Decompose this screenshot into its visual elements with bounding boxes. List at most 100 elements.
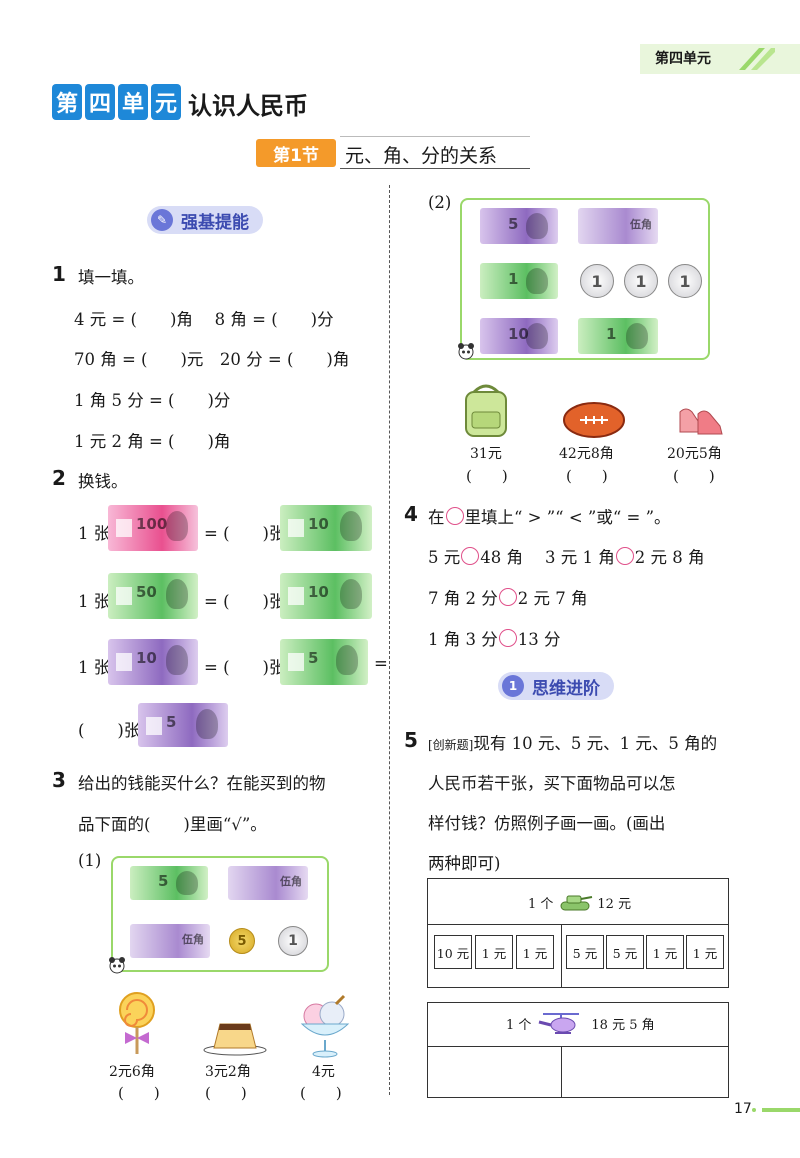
q5-line: 人民币若干张，买下面物品可以怎 <box>428 774 676 793</box>
ice-cream-icon <box>300 994 350 1058</box>
payment-cell: 1 元 <box>516 935 554 969</box>
banknote-5jiao: 伍角 <box>228 866 308 900</box>
compare-circle-input[interactable] <box>498 629 517 647</box>
compare-circle-input[interactable] <box>461 547 480 565</box>
banknote-value: 5 <box>158 872 169 890</box>
stripes-icon <box>739 48 775 70</box>
q5-line1: 现有 10 元、5 元、1 元、5 角的 <box>473 734 718 753</box>
compare-circle-input[interactable] <box>615 547 634 565</box>
table2-header: 1 个 18 元 5 角 <box>506 1010 655 1036</box>
item-price: 4元 <box>312 1064 335 1080</box>
banknote-value: 伍角 <box>182 933 204 946</box>
answer-paren: ( ) <box>205 1084 247 1102</box>
example-table <box>427 878 729 988</box>
table2-quantity: 1 个 <box>506 1017 532 1033</box>
banknote-value: 10 <box>136 649 157 667</box>
page-decoration <box>752 1108 756 1112</box>
money-frame-2 <box>460 198 710 360</box>
sample-stamp <box>288 587 304 605</box>
q4-left: 1 角 3 分 <box>428 630 498 649</box>
unit-badge-char: 元 <box>151 84 181 120</box>
pill-advanced: 1 思维进阶 <box>498 672 614 700</box>
q1-line: 1 角 5 分 = ( )分 <box>74 391 231 410</box>
q5-line: [创新题]现有 10 元、5 元、1 元、5 角的 <box>428 730 717 754</box>
q1-line: 70 角 = ( )元 20 分 = ( )角 <box>74 350 350 369</box>
q4-title: 在 里填上“ > ”“ < ”或“ = ”。 <box>428 504 671 528</box>
q2-equation: = ( )张 <box>204 524 286 543</box>
portrait-icon <box>166 579 188 609</box>
helicopter-icon <box>539 1013 580 1034</box>
unit-badge-char: 四 <box>85 84 115 120</box>
sample-stamp <box>288 653 304 671</box>
sample-stamp <box>116 519 132 537</box>
q2-equation: = ( )张 <box>204 592 286 611</box>
pudding-icon <box>203 1023 267 1056</box>
portrait-icon <box>526 323 548 349</box>
medal-icon: 1 <box>502 675 524 697</box>
banknote-value: 50 <box>136 583 157 601</box>
table-rule <box>427 924 729 925</box>
banknote-value: 1 <box>508 270 519 288</box>
banknote-5jiao: 伍角 <box>578 208 658 244</box>
page-decoration <box>762 1108 800 1112</box>
q4-right: 13 分 <box>517 630 561 649</box>
payment-cell: 10 元 <box>434 935 472 969</box>
item-price: 2元6角 <box>109 1064 155 1080</box>
column-divider <box>389 185 390 1095</box>
table1-header: 1 个 12 元 <box>528 892 631 912</box>
q5-line: 两种即可) <box>428 854 501 873</box>
banknote-value: 10 <box>508 325 529 343</box>
banknote-5: 5 <box>130 866 208 900</box>
q4-right: 48 角 <box>480 548 523 567</box>
q4-left: 3 元 1 角 <box>545 548 615 567</box>
q3-part-label: (2) <box>428 193 452 212</box>
question-number: 3 <box>52 768 66 792</box>
pencil-icon: ✎ <box>151 209 173 231</box>
banknote-value: 5 <box>166 713 177 731</box>
portrait-icon <box>340 579 362 609</box>
payment-cell: 1 元 <box>646 935 684 969</box>
portrait-icon <box>196 709 218 739</box>
item-price: 42元8角 <box>559 446 614 462</box>
coin-1: 1 <box>278 926 308 956</box>
coin-5: 5 <box>229 928 255 954</box>
compare-circle-input[interactable] <box>498 588 517 606</box>
coin-1: 1 <box>624 264 658 298</box>
lollipop-icon <box>119 992 155 1054</box>
pill-advanced-label: 思维进阶 <box>532 678 600 699</box>
banknote-50: 50 <box>108 573 198 619</box>
answer-area[interactable] <box>430 1049 558 1095</box>
banknote-100: 100 <box>108 505 198 551</box>
answer-paren: ( ) <box>673 467 715 485</box>
section-rule <box>340 168 530 169</box>
portrait-icon <box>626 323 648 349</box>
question-number: 4 <box>404 502 418 526</box>
answer-area[interactable] <box>564 1049 726 1095</box>
banknote-value: 10 <box>308 515 329 533</box>
q2-equals: = <box>374 654 388 673</box>
q3-line: 给出的钱能买什么？在能买到的物 <box>78 774 326 793</box>
portrait-icon <box>166 511 188 541</box>
question-title: 换钱。 <box>78 472 128 491</box>
coin-1: 1 <box>580 264 614 298</box>
q4-left: 7 角 2 分 <box>428 589 498 608</box>
question-number: 5 <box>404 728 418 752</box>
banknote-1: 1 <box>480 263 558 299</box>
unit-badge-char: 单 <box>118 84 148 120</box>
banknote-value: 1 <box>606 325 617 343</box>
coin-1: 1 <box>668 264 702 298</box>
q2-equation: = ( )张 <box>204 658 286 677</box>
portrait-icon <box>336 645 358 675</box>
banknote-10: 10 <box>108 639 198 685</box>
answer-table <box>427 1002 729 1098</box>
banknote-value: 100 <box>136 515 168 533</box>
q5-tag: [创新题] <box>428 738 474 752</box>
q4-left: 5 元 <box>428 548 461 567</box>
question-title: 填一填。 <box>78 268 144 287</box>
answer-paren: ( ) <box>300 1084 342 1102</box>
answer-paren: ( ) <box>466 467 508 485</box>
sample-stamp <box>288 519 304 537</box>
banknote-10: 10 <box>280 505 372 551</box>
panda-icon <box>458 343 474 360</box>
q4-row: 1 角 3 分 13 分 <box>428 626 560 650</box>
